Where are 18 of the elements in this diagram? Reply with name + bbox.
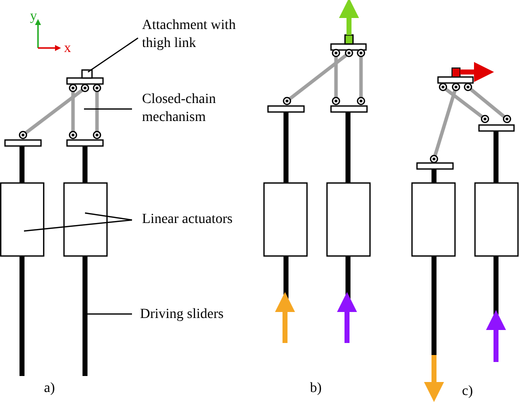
leader-line bbox=[88, 38, 138, 72]
leader-line bbox=[88, 313, 132, 315]
axis-label: x bbox=[64, 40, 71, 58]
leader-line bbox=[24, 219, 132, 232]
actuator-box bbox=[0, 182, 44, 257]
part-label: Closed-chain mechanism bbox=[142, 91, 252, 127]
panel-label: b) bbox=[310, 380, 322, 398]
panel-label: c) bbox=[462, 383, 473, 401]
axis-label: y bbox=[30, 8, 37, 26]
panel-label: a) bbox=[44, 380, 55, 398]
attachment-block bbox=[81, 69, 93, 79]
leader-line bbox=[84, 108, 132, 110]
slider-rod bbox=[82, 256, 88, 376]
leader-line bbox=[84, 212, 132, 221]
part-label: Attachment with thigh link bbox=[142, 17, 242, 53]
actuator-box bbox=[63, 182, 108, 257]
part-label: Linear actuators bbox=[142, 211, 262, 229]
part-label: Driving sliders bbox=[140, 306, 260, 324]
